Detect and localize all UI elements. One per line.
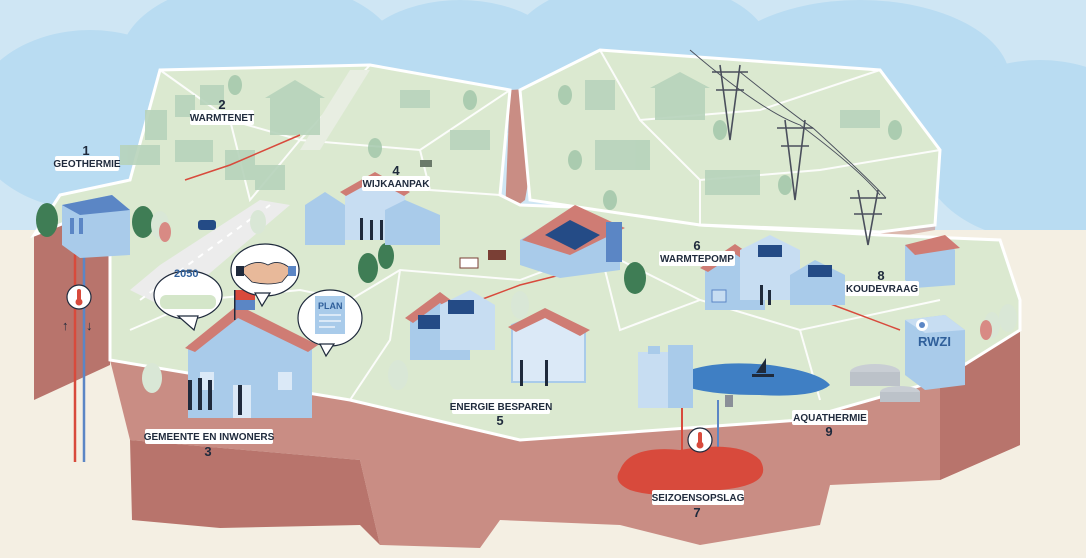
label-text: KOUDEVRAAG [846, 284, 918, 295]
label-energie-besparen: ENERGIE BESPAREN 5 [450, 399, 553, 428]
label-text: WIJKAANPAK [362, 179, 430, 190]
label-warmtenet: 2 WARMTENET [190, 97, 254, 125]
label-aquathermie: AQUATHERMIE 9 [792, 410, 868, 439]
sailboat [756, 358, 766, 373]
storage-tank [638, 345, 733, 408]
label-wijkaanpak: 4 WIJKAANPAK [362, 163, 430, 191]
people [188, 218, 771, 415]
year-label: 2050 [174, 268, 198, 280]
label-warmtepomp: 6 WARMTEPOMP [659, 238, 735, 266]
rwzi-building: RWZI [850, 315, 965, 402]
label-seizoensopslag: SEIZOENSOPSLAG 7 [652, 490, 745, 520]
car [198, 220, 216, 230]
label-number: 4 [392, 163, 400, 178]
water-pond [690, 363, 830, 396]
label-text: AQUATHERMIE [793, 413, 867, 424]
label-text: GEOTHERMIE [53, 159, 121, 170]
label-number: 6 [693, 238, 700, 253]
label-text: WARMTEPOMP [660, 254, 734, 265]
flow-arrows: ↑ [62, 318, 69, 333]
label-text: ENERGIE BESPAREN [450, 402, 553, 413]
thermometer-icon [66, 284, 92, 310]
label-text: SEIZOENSOPSLAG [652, 493, 745, 504]
cows [420, 160, 506, 269]
bubble-2050: 2050 [153, 268, 223, 332]
label-number: 9 [825, 424, 832, 439]
label-number: 1 [82, 143, 89, 158]
handshake-icon [239, 262, 293, 285]
power-pylons [689, 49, 887, 246]
plan-label: PLAN [318, 301, 343, 311]
rwzi-label: RWZI [918, 334, 951, 349]
trees [36, 75, 1017, 393]
label-number: 5 [496, 413, 503, 428]
seasonal-storage-reservoir [617, 446, 764, 495]
bubble-handshake [230, 243, 300, 308]
background-houses [120, 72, 880, 195]
label-text: GEMEENTE EN INWONERS [144, 432, 275, 443]
label-number: 2 [218, 97, 225, 112]
label-geothermie: 1 GEOTHERMIE [53, 143, 121, 171]
svg-text:↓: ↓ [86, 318, 93, 333]
label-koudevraag: 8 KOUDEVRAAG [845, 268, 919, 296]
label-number: 8 [877, 268, 884, 283]
label-gemeente: GEMEENTE EN INWONERS 3 [144, 429, 275, 459]
label-number: 3 [204, 444, 211, 459]
thermometer-icon-storage [687, 427, 713, 453]
label-number: 7 [693, 505, 700, 520]
bubble-plan: PLAN [297, 289, 363, 358]
buildings [62, 172, 960, 418]
label-text: WARMTENET [190, 113, 254, 124]
